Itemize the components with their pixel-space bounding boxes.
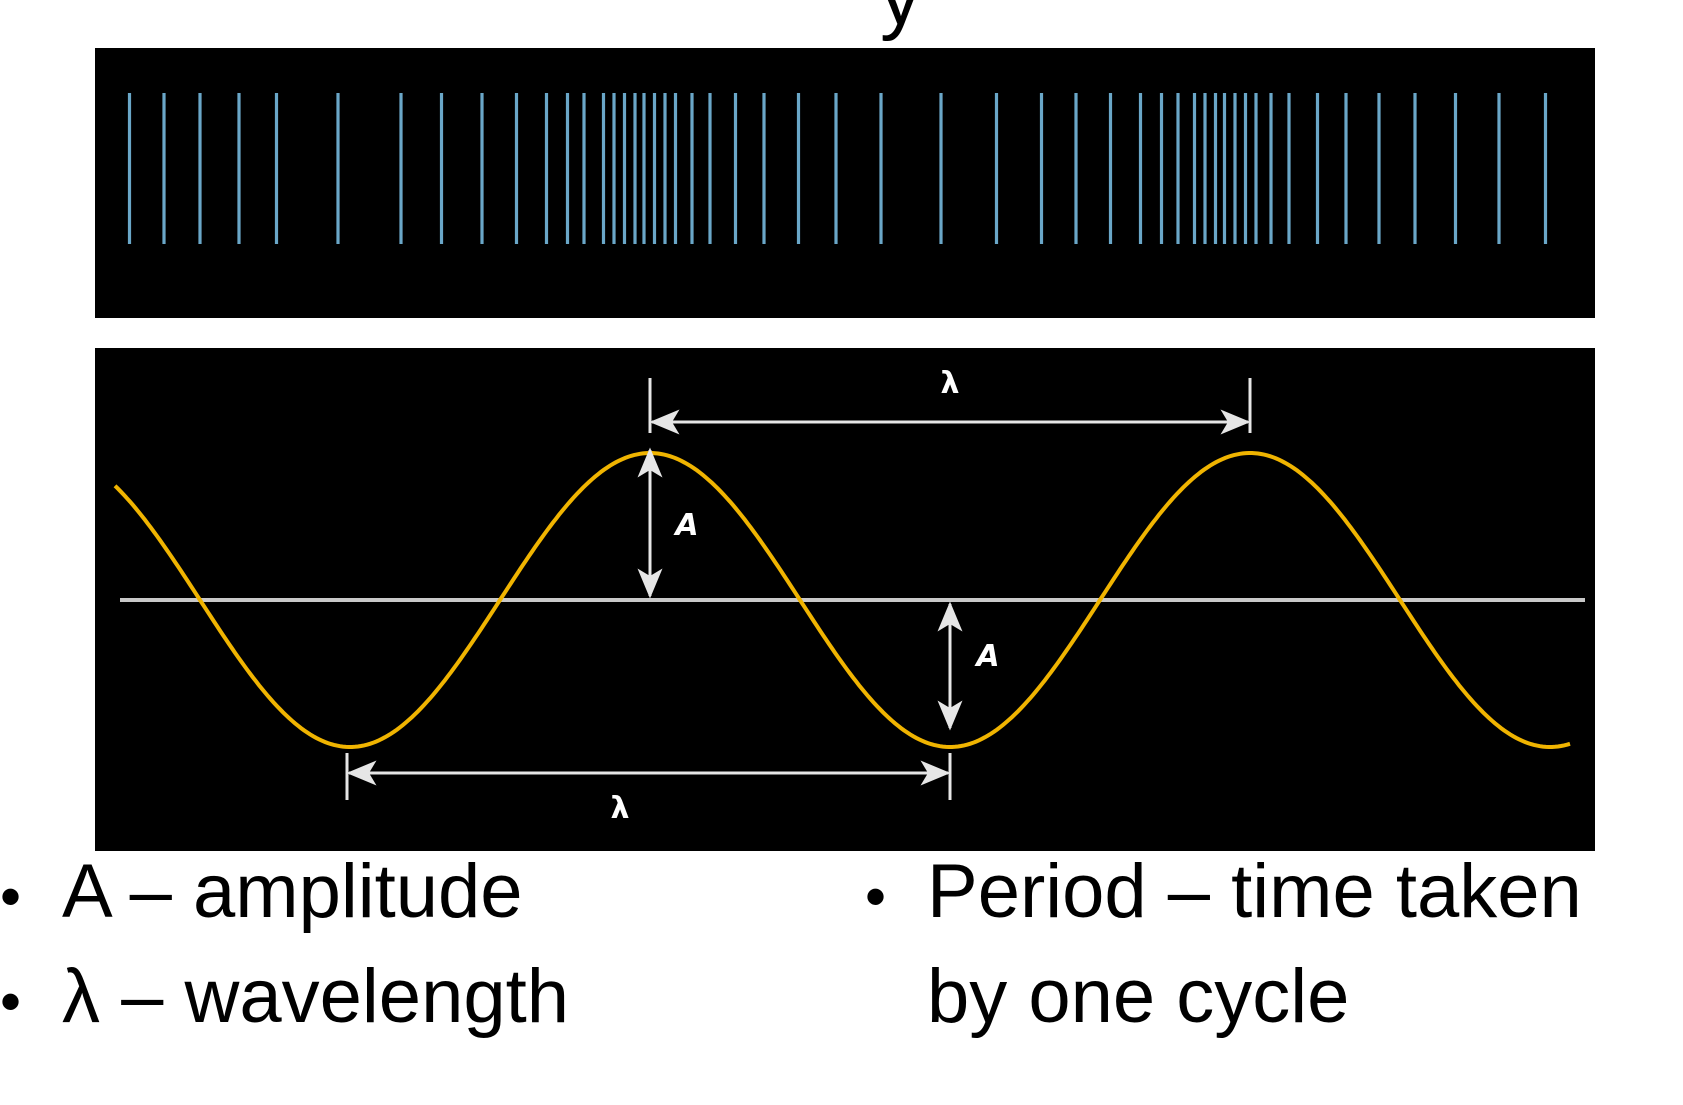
bullet-item: • λ – wavelength xyxy=(0,947,569,1052)
bullet-dot: • xyxy=(0,968,22,1035)
bullet-period-line1: Period – time taken xyxy=(927,849,1582,934)
bullet-amplitude: A – amplitude xyxy=(62,849,523,934)
bullet-item: • A – amplitude xyxy=(0,842,569,947)
amplitude-top-label: A xyxy=(673,508,698,543)
wavelength-top-label: λ xyxy=(941,366,960,401)
bullet-wavelength: λ – wavelength xyxy=(62,954,569,1039)
wavelength-bottom-label: λ xyxy=(611,791,630,826)
bullet-item: • Period – time taken xyxy=(865,842,1582,947)
transverse-wave-diagram: λ A A λ xyxy=(95,348,1595,851)
wavefront-lines xyxy=(127,93,1548,244)
right-bullet-list: • Period – time taken by one cycle xyxy=(865,842,1582,1047)
left-bullet-list: • A – amplitude • λ – wavelength xyxy=(0,842,569,1052)
sine-wave xyxy=(113,451,1571,749)
wavelength-bottom-dimension: λ xyxy=(345,753,952,826)
bullet-period-line2: by one cycle xyxy=(927,954,1350,1039)
bullet-dot: • xyxy=(0,863,22,930)
amplitude-bottom-label: A xyxy=(974,639,999,674)
wave-svg: λ A A λ xyxy=(113,366,1585,826)
wavelength-top-dimension: λ xyxy=(648,366,1252,435)
slide-title-text: y xyxy=(880,0,921,42)
amplitude-bottom-dimension: A xyxy=(937,601,1000,731)
amplitude-top-dimension: A xyxy=(637,447,699,599)
wavefront-diagram xyxy=(95,48,1595,318)
bullet-dot: • xyxy=(865,863,887,930)
slide-title-fragment: y xyxy=(880,0,1640,42)
